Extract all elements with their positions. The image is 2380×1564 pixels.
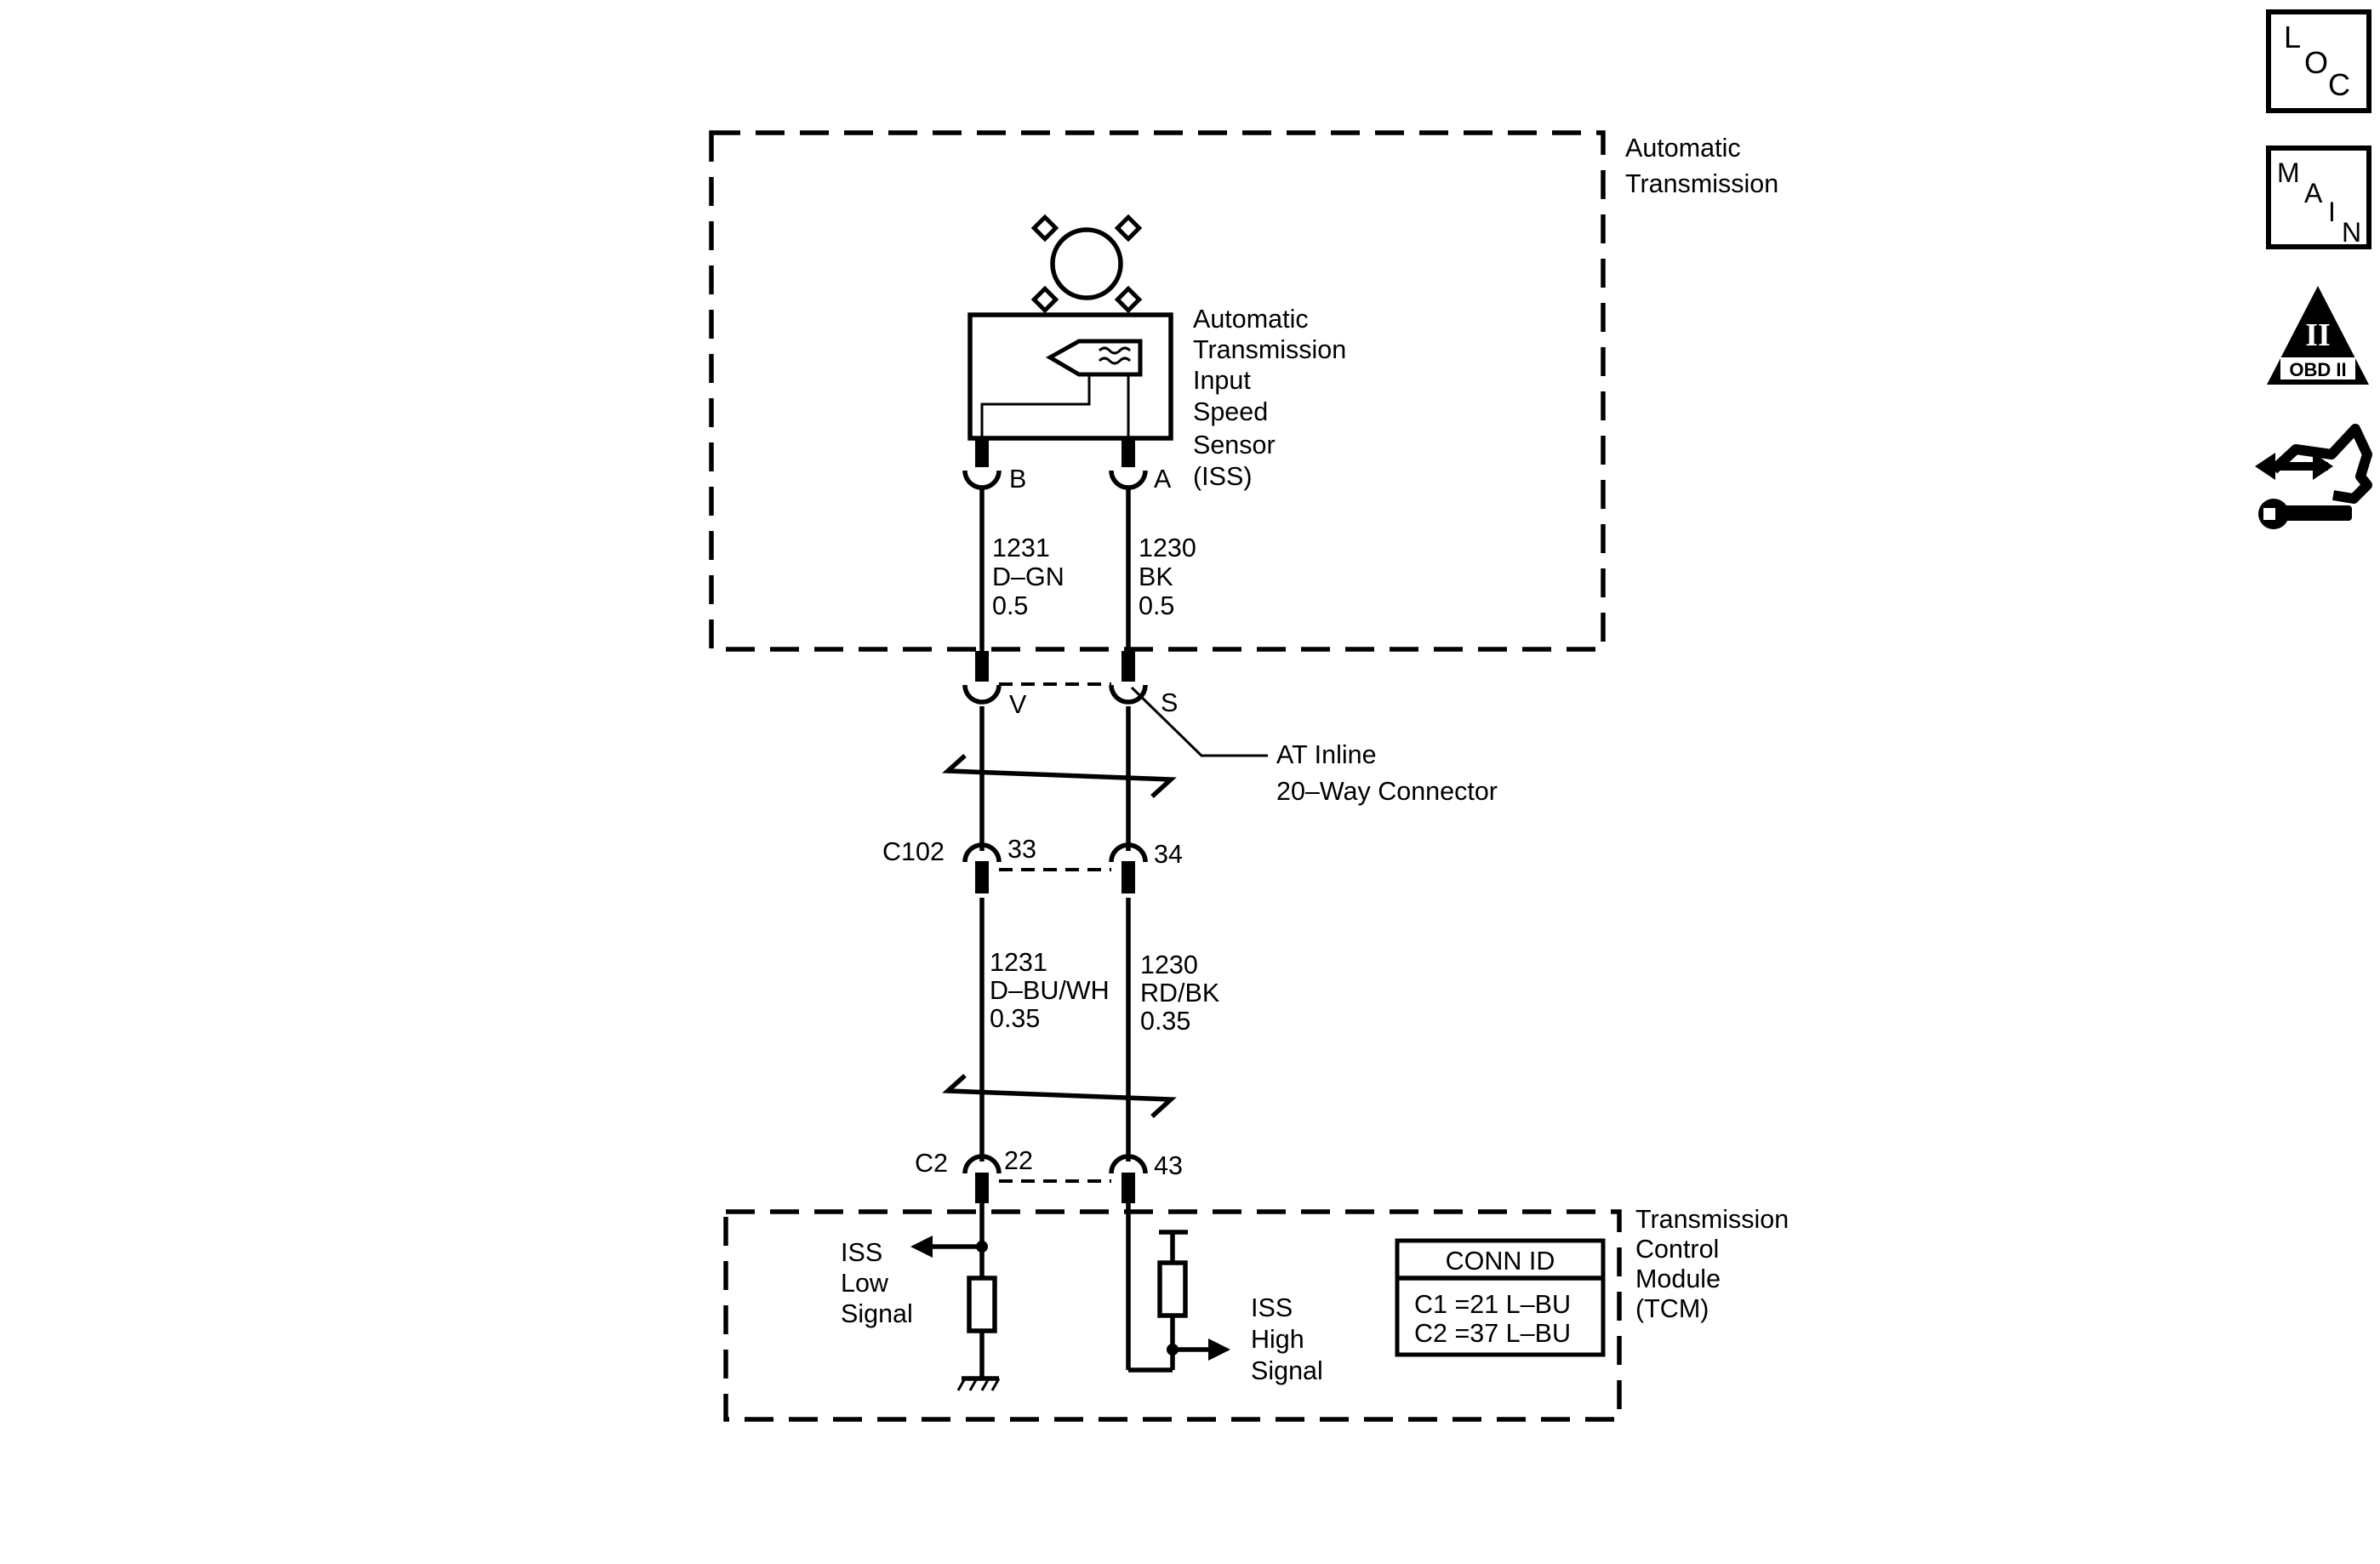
- loc-letter: O: [2304, 45, 2328, 80]
- transmission-label-line2: Transmission: [1625, 169, 1778, 198]
- wire-color: BK: [1139, 562, 1173, 591]
- inline-pin-v: V: [1009, 690, 1027, 719]
- sensor-label-line: Sensor: [1193, 431, 1276, 459]
- sensor-connector: B A: [962, 438, 1172, 494]
- wire-label-upper-right: 1230 BK 0.5: [1139, 534, 1196, 620]
- wire-gauge: 0.35: [990, 1004, 1040, 1033]
- obd-text: OBD II: [2289, 359, 2346, 380]
- harness-break-lower: [942, 1073, 1177, 1119]
- obd-ii-button[interactable]: II OBD II: [2267, 286, 2369, 385]
- pin-b-label: B: [1009, 465, 1026, 494]
- iss-low-label-line: ISS: [841, 1238, 882, 1267]
- main-letter: A: [2304, 178, 2323, 208]
- c102-pin-33: 33: [1007, 835, 1036, 864]
- iss-high-circuit: ISS High Signal: [1126, 1203, 1323, 1385]
- c2-pin-22: 22: [1004, 1146, 1033, 1175]
- wire-label-lower-left: 1231 D–BU/WH 0.35: [990, 948, 1110, 1033]
- iss-low-label-line: Low: [841, 1269, 889, 1298]
- main-button[interactable]: M A I N: [2266, 146, 2371, 249]
- inline-connector-label-line1: AT Inline: [1276, 740, 1377, 769]
- tcm-label-line: Control: [1635, 1235, 1719, 1264]
- c102-pin-34: 34: [1154, 840, 1183, 869]
- tcm-label-line: (TCM): [1635, 1294, 1709, 1323]
- c2-label: C2: [915, 1149, 948, 1178]
- loc-letter: L: [2284, 20, 2301, 54]
- tcm-label-line: Module: [1635, 1264, 1721, 1293]
- conn-id-table: CONN ID C1 =21 L–BU C2 =37 L–BU: [1395, 1238, 1606, 1357]
- wire-label-lower-right: 1230 RD/BK 0.35: [1140, 950, 1219, 1036]
- conn-id-row: C2 =37 L–BU: [1414, 1319, 1571, 1348]
- c2-pin-43: 43: [1154, 1151, 1183, 1180]
- c2-connector: C2 22 43: [915, 1146, 1183, 1203]
- inline-connector: V S AT Inline 20–Way Connector: [962, 651, 1498, 806]
- transmission-enclosure: Automatic Transmission: [709, 130, 1778, 652]
- ground-icon: [956, 1376, 1001, 1391]
- sensor-label-line: Speed: [1193, 397, 1268, 426]
- conn-id-header: CONN ID: [1446, 1247, 1555, 1276]
- iss-high-label-line: ISS: [1251, 1293, 1293, 1322]
- main-letter: M: [2277, 157, 2300, 188]
- iss-low-label-line: Signal: [841, 1299, 913, 1328]
- wire-circuit: 1230: [1139, 534, 1196, 562]
- sensor-label: Automatic Transmission Input Speed Senso…: [1193, 305, 1346, 491]
- tone-wheel-icon: [1030, 214, 1143, 314]
- iss-high-label-line: High: [1251, 1325, 1304, 1354]
- iss-high-label-line: Signal: [1251, 1356, 1323, 1385]
- loc-letter: C: [2328, 67, 2350, 102]
- diagnostic-tool-button[interactable]: [2255, 424, 2372, 529]
- arrow-left-icon: [910, 1236, 933, 1258]
- sensor-label-line: Transmission: [1193, 335, 1346, 364]
- wire-gauge: 0.35: [1140, 1007, 1190, 1036]
- hand-wrench-icon: [2255, 424, 2372, 529]
- wire-circuit: 1231: [992, 534, 1050, 562]
- input-speed-sensor: [967, 312, 1173, 441]
- iss-low-circuit: ISS Low Signal: [841, 1203, 1001, 1391]
- inline-pin-s: S: [1161, 688, 1178, 717]
- wire-color: RD/BK: [1140, 979, 1219, 1007]
- arrow-right-icon: [1208, 1339, 1230, 1361]
- wire-gauge: 0.5: [992, 591, 1028, 620]
- main-letter: N: [2342, 217, 2361, 248]
- sensor-label-line: Input: [1193, 366, 1251, 395]
- wire-circuit: 1230: [1140, 950, 1198, 979]
- wire-label-upper-left: 1231 D–GN 0.5: [992, 534, 1064, 620]
- tcm-enclosure: Transmission Control Module (TCM): [723, 1205, 1789, 1422]
- transmission-label-line1: Automatic: [1625, 134, 1741, 163]
- wire-color: D–GN: [992, 562, 1064, 591]
- wire-gauge: 0.5: [1139, 591, 1174, 620]
- inline-connector-label-line2: 20–Way Connector: [1276, 777, 1498, 806]
- loc-button[interactable]: L O C: [2266, 9, 2371, 113]
- tcm-label-line: Transmission: [1635, 1205, 1789, 1234]
- harness-break-upper: [942, 753, 1177, 799]
- sensor-label-line: (ISS): [1193, 462, 1252, 491]
- sensor-label-line: Automatic: [1193, 305, 1309, 334]
- wire-color: D–BU/WH: [990, 976, 1110, 1005]
- pin-a-label: A: [1154, 465, 1172, 494]
- c102-connector: C102 33 34: [882, 835, 1183, 893]
- main-letter: I: [2328, 197, 2336, 227]
- wire-circuit: 1231: [990, 948, 1047, 977]
- conn-id-row: C1 =21 L–BU: [1414, 1290, 1571, 1319]
- obd-numeral: II: [2305, 317, 2331, 353]
- c102-label: C102: [882, 837, 945, 866]
